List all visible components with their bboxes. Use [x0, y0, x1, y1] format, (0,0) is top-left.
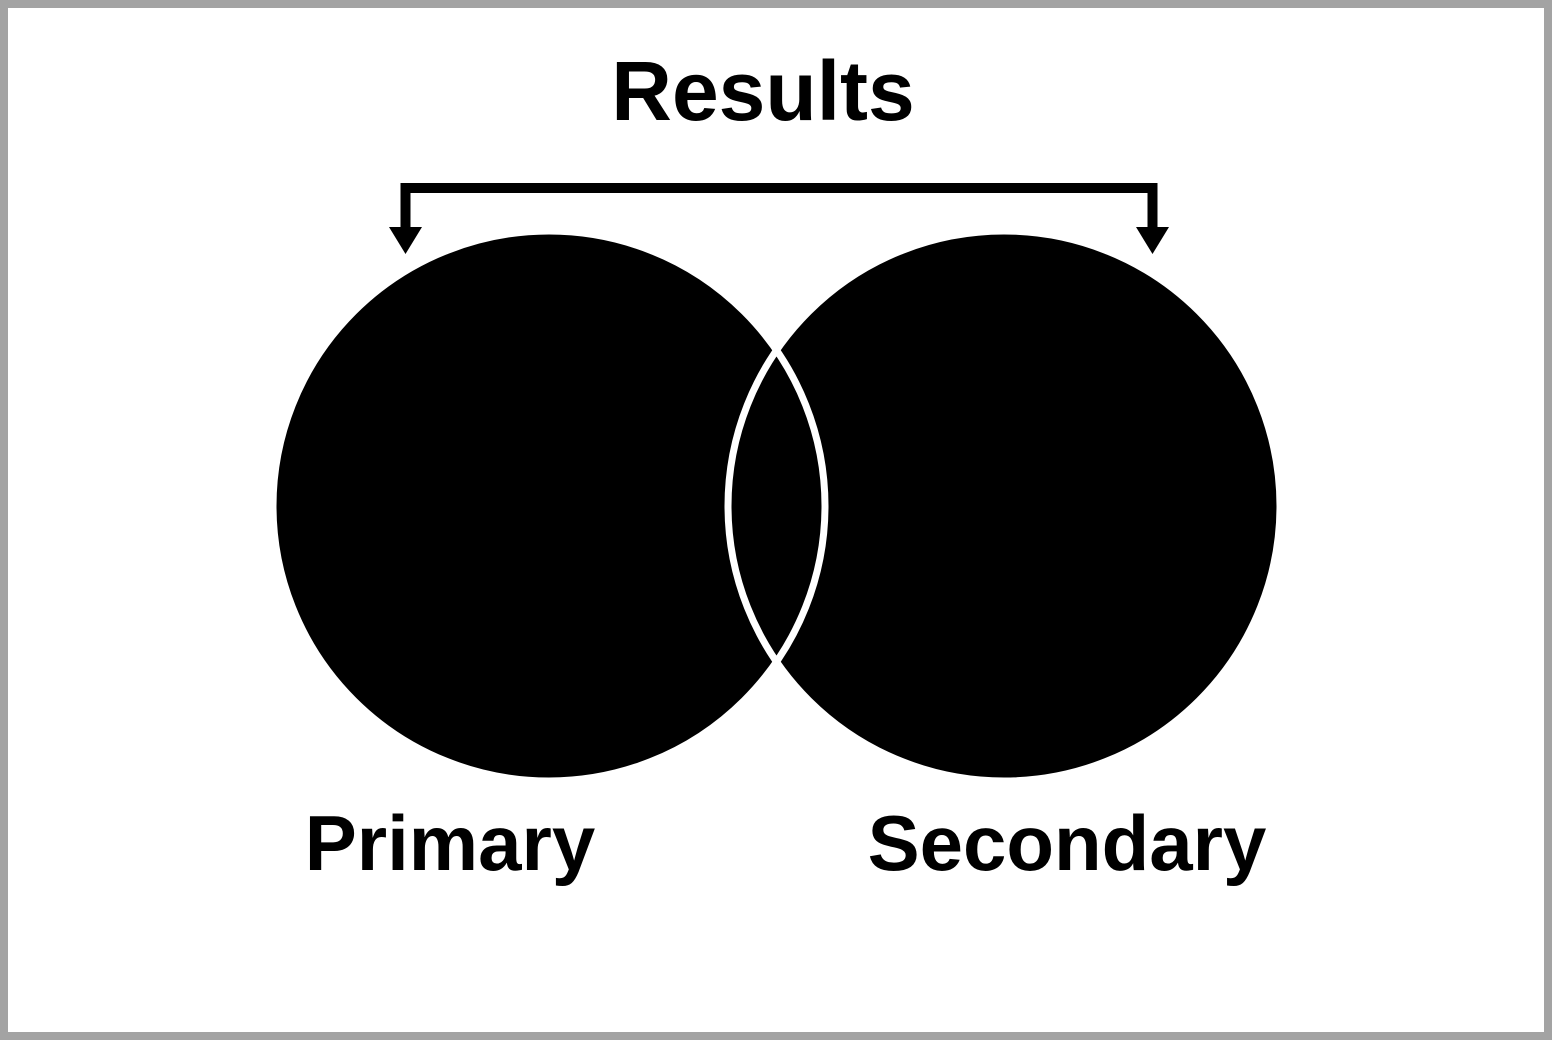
label-primary: Primary — [305, 799, 596, 887]
bracket-line — [400, 183, 1158, 230]
circle-secondary — [728, 231, 1280, 781]
circle-primary — [273, 231, 825, 781]
circle-primary-outline — [269, 227, 829, 785]
circle-secondary-outline — [724, 227, 1284, 785]
label-secondary: Secondary — [868, 799, 1267, 887]
results-bracket — [389, 183, 1169, 254]
arrow-down-icon — [1136, 227, 1169, 254]
arrow-down-icon — [389, 227, 422, 254]
diagram-title: Results — [611, 44, 914, 138]
